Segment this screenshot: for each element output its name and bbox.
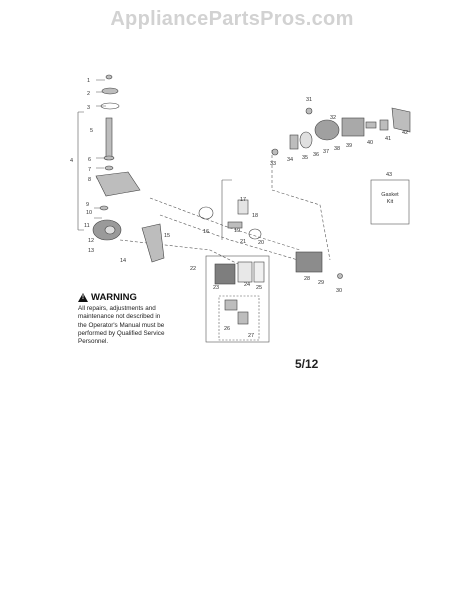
part-23-block <box>214 263 236 285</box>
label-40: 40 <box>367 140 373 146</box>
part-9-bearing <box>99 205 109 211</box>
part-1-screw <box>105 74 113 80</box>
box-22-27 <box>205 255 270 343</box>
label-36: 36 <box>313 152 319 158</box>
label-15: 15 <box>164 233 170 239</box>
label-25: 25 <box>256 285 262 291</box>
label-9: 9 <box>86 202 89 208</box>
label-16: 16 <box>203 229 209 235</box>
label-43: 43 <box>386 172 392 178</box>
warning-heading: ! WARNING <box>78 292 198 303</box>
label-21: 21 <box>240 239 246 245</box>
frame-17-21 <box>221 179 232 240</box>
part-11-hub <box>104 225 116 235</box>
part-28-cylinder <box>295 251 323 273</box>
watermark: AppliancePartsPros.com <box>110 8 354 30</box>
part-39-screw <box>365 121 377 129</box>
label-13: 13 <box>88 248 94 254</box>
label-23: 23 <box>213 285 219 291</box>
label-34: 34 <box>287 157 293 163</box>
part-24-gasket <box>237 261 253 283</box>
label-31: 31 <box>306 97 312 103</box>
part-31-screw <box>305 107 313 115</box>
part-27-valve <box>237 311 249 325</box>
part-19-pin <box>227 221 243 229</box>
dashed-leader-1 <box>149 197 301 251</box>
part-8-housing <box>95 171 141 197</box>
part-34-plate <box>289 134 299 150</box>
part-20-ring <box>248 228 262 240</box>
label-30: 30 <box>336 288 342 294</box>
warning-title: WARNING <box>91 292 137 303</box>
label-35: 35 <box>302 155 308 161</box>
label-14: 14 <box>120 258 126 264</box>
label-39: 39 <box>346 143 352 149</box>
part-17-pin <box>237 199 249 215</box>
label-26: 26 <box>224 326 230 332</box>
part-38-muffler <box>341 117 365 137</box>
label-4: 4 <box>70 158 73 164</box>
page-number: 5/12 <box>295 357 319 371</box>
part-15-arm <box>141 223 165 263</box>
part-42-guard <box>391 107 411 133</box>
label-32: 32 <box>330 115 336 121</box>
label-10: 10 <box>86 210 92 216</box>
part-29-bolt <box>337 273 343 279</box>
label-22: 22 <box>190 266 196 272</box>
warning-body: All repairs, adjustments and maintenance… <box>78 305 165 346</box>
part-3-seal <box>100 102 120 110</box>
part-41-nut <box>379 119 389 131</box>
label-5: 5 <box>90 128 93 134</box>
part-16-ring <box>198 206 214 220</box>
warning-notice: ! WARNING All repairs, adjustments and m… <box>78 292 198 346</box>
label-41: 41 <box>385 136 391 142</box>
part-2-cap <box>101 87 119 95</box>
part-7-washer <box>104 165 114 171</box>
label-28: 28 <box>304 276 310 282</box>
label-3: 3 <box>87 105 90 111</box>
label-1: 1 <box>87 78 90 84</box>
label-37: 37 <box>323 149 329 155</box>
label-29: 29 <box>318 280 324 286</box>
label-8: 8 <box>88 177 91 183</box>
label-27: 27 <box>248 333 254 339</box>
label-2: 2 <box>87 91 90 97</box>
label-11: 11 <box>84 223 90 229</box>
label-20: 20 <box>258 240 264 246</box>
label-42: 42 <box>402 130 408 136</box>
left-bracket <box>77 111 84 231</box>
part-32-disc <box>314 119 340 141</box>
label-17: 17 <box>240 197 246 203</box>
part-35-cover <box>299 131 313 149</box>
gasket-kit-box <box>370 179 410 225</box>
part-26-carb <box>224 299 238 311</box>
label-24: 24 <box>244 282 250 288</box>
dashed-leader-3 <box>271 150 331 261</box>
gasket-kit-label: Gasket Kit <box>381 192 399 205</box>
label-33: 33 <box>270 161 276 167</box>
dashed-leader-2 <box>159 214 299 261</box>
part-33-pin <box>271 148 279 156</box>
label-7: 7 <box>88 167 91 173</box>
label-38: 38 <box>334 146 340 152</box>
part-5-shaft <box>105 117 113 159</box>
label-18: 18 <box>252 213 258 219</box>
label-19: 19 <box>234 228 240 234</box>
dashed-leader-4 <box>119 239 241 266</box>
label-6: 6 <box>88 157 91 163</box>
label-12: 12 <box>88 238 94 244</box>
warning-triangle-icon: ! <box>78 293 88 302</box>
part-25-plate <box>253 261 265 283</box>
part-6-washer <box>103 155 115 161</box>
